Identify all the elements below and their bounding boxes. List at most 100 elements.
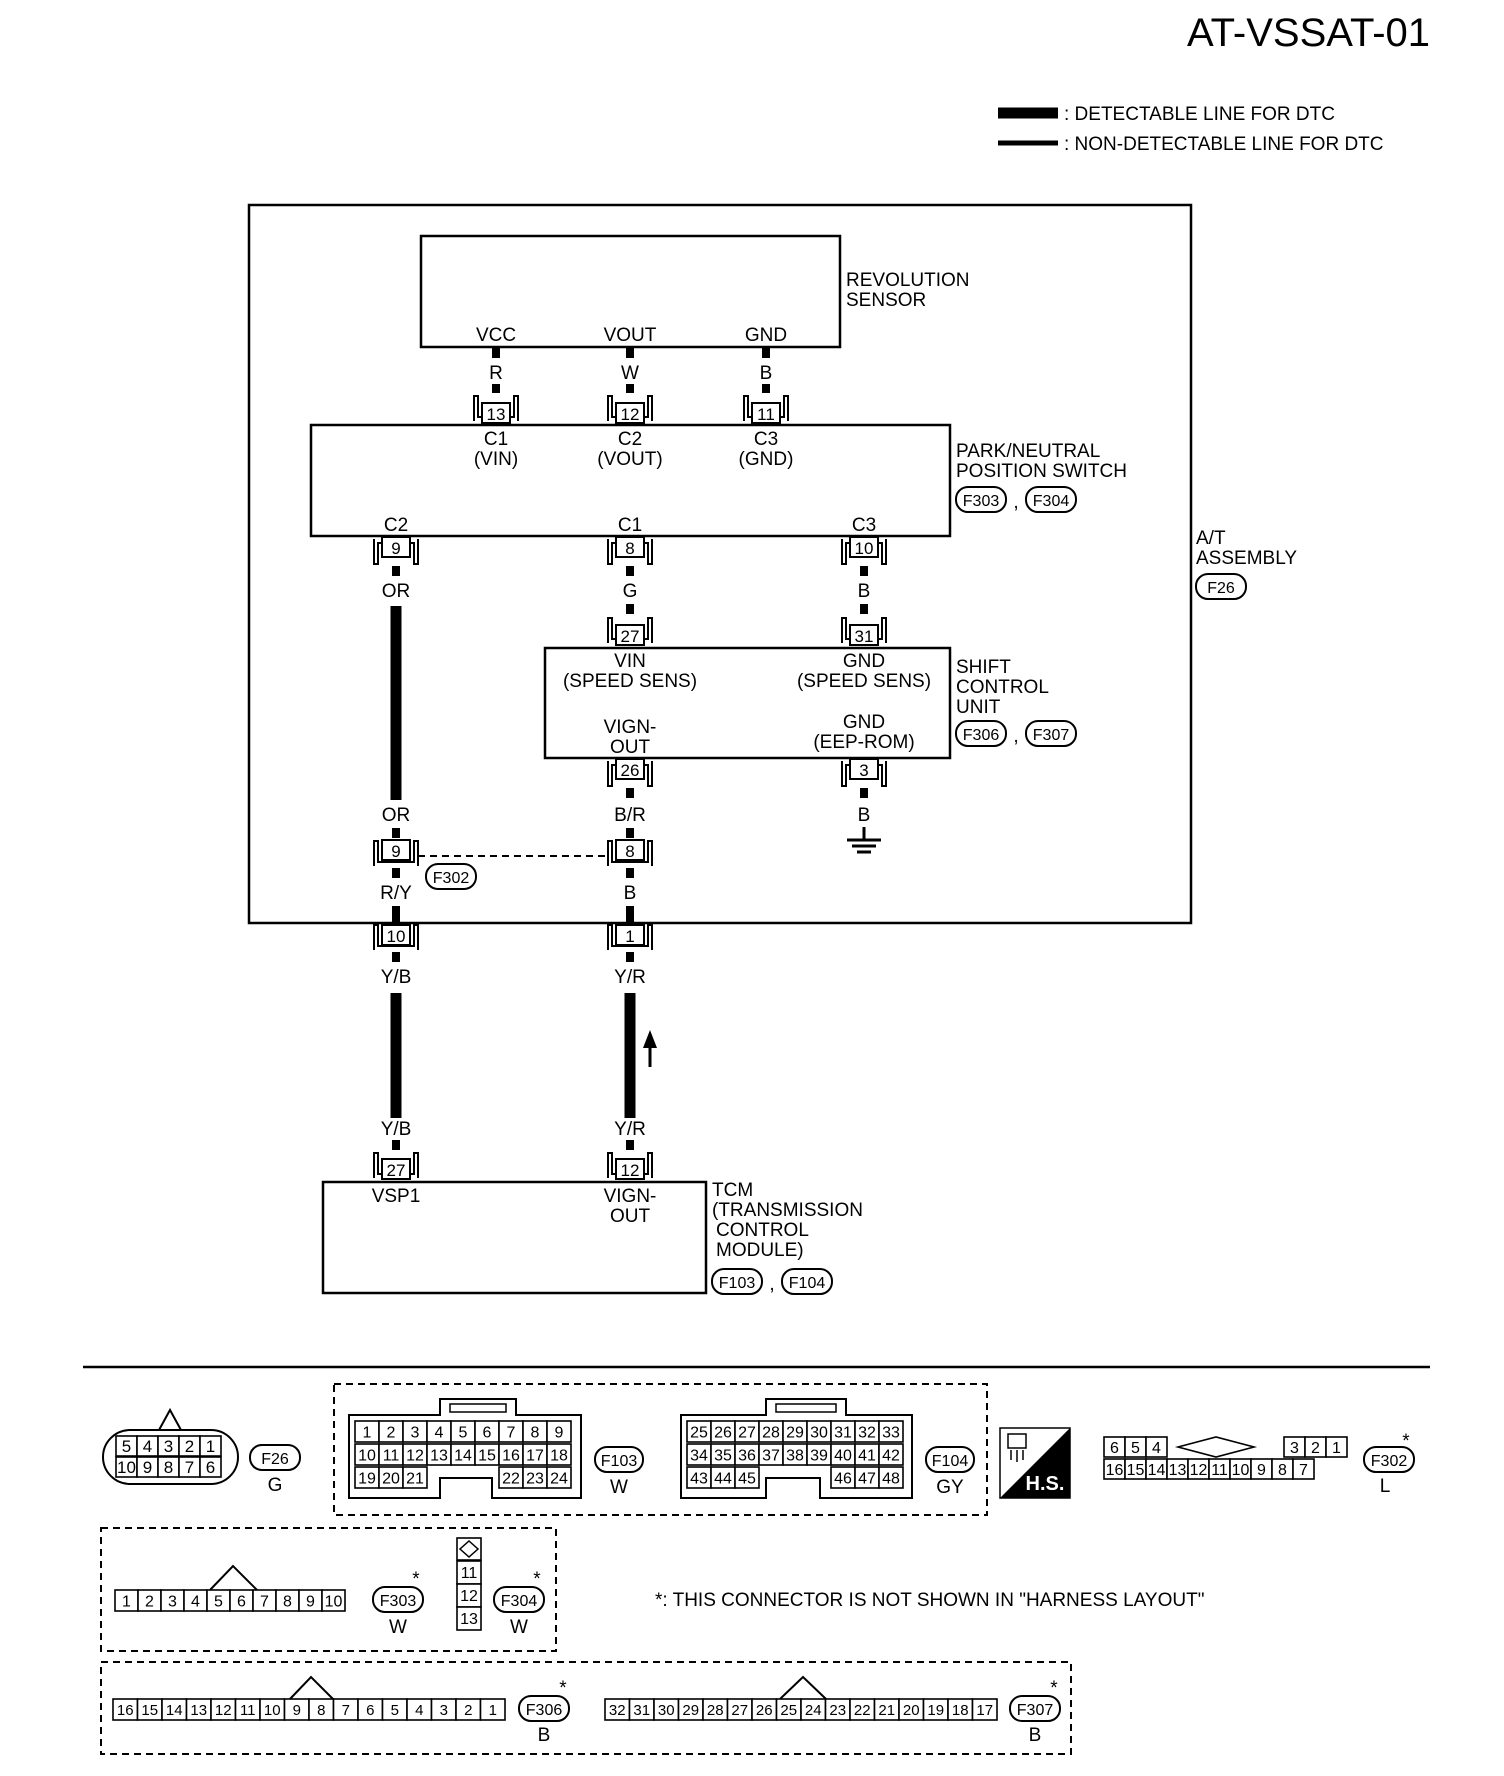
wire-color-r: R (489, 363, 503, 384)
svg-text:ASSEMBLY: ASSEMBLY (1196, 548, 1297, 569)
revolution-sensor-box (419, 234, 842, 349)
svg-text:,: , (1013, 492, 1018, 513)
pin-cell (321, 1589, 346, 1612)
rev-pin-gnd: GND (745, 325, 787, 346)
scu-pin-gnd: GND (843, 651, 885, 672)
pnp-out-pin-8: 8 (607, 536, 653, 565)
pin-number: 3 (411, 1424, 420, 1441)
svg-text:L: L (1380, 1476, 1391, 1497)
ground-symbol (847, 827, 881, 854)
pin-number: 5 (391, 1702, 399, 1719)
pin-number: 35 (714, 1447, 732, 1464)
pin-number: 28 (762, 1424, 780, 1441)
pin-number: 6 (1110, 1440, 1119, 1457)
pin-number: 42 (882, 1447, 900, 1464)
pin-number: 31 (633, 1702, 650, 1719)
pin-number: 19 (358, 1470, 376, 1487)
pin-number: 5 (459, 1424, 468, 1441)
pin-number: 33 (882, 1424, 900, 1441)
f26-pin-1: 1 (607, 924, 653, 950)
pin-number: 10 (325, 1593, 343, 1610)
pin-number: 10 (264, 1702, 281, 1719)
scu-pin-gnd-sub: (SPEED SENS) (797, 671, 931, 692)
pin-number: 6 (366, 1702, 374, 1719)
f302-pin-8: 8 (607, 839, 653, 866)
scu-pin-vign: VIGN- (604, 717, 657, 738)
pnp-pin-c3: C3 (754, 429, 778, 450)
svg-text:*: * (1402, 1431, 1410, 1452)
pin-number: 16 (1106, 1462, 1124, 1479)
pin-number: 5 (122, 1437, 131, 1456)
pin-cell (546, 1420, 572, 1443)
pin-number: 26 (756, 1702, 773, 1719)
svg-text:PARK/NEUTRAL: PARK/NEUTRAL (956, 441, 1100, 462)
svg-text:CONTROL: CONTROL (716, 1220, 809, 1241)
tcm-pin-vsp1: VSP1 (372, 1186, 421, 1207)
group-f306-f307 (100, 1661, 1072, 1755)
connector-badge-f103 (711, 1268, 763, 1295)
document-id: AT-VSSAT-01 (1187, 11, 1430, 55)
pin-number: 22 (854, 1702, 871, 1719)
tcm-box (321, 1180, 708, 1295)
pin-number: 2 (464, 1702, 472, 1719)
svg-text:13: 13 (487, 405, 506, 424)
pin-number: 3 (1290, 1440, 1299, 1457)
pin-number: 4 (435, 1424, 444, 1441)
pnp-pin-c2: C2 (618, 429, 642, 450)
wire-color-ry: R/Y (380, 883, 412, 904)
pin-number: 3 (164, 1437, 173, 1456)
pin-number: 1 (363, 1424, 372, 1441)
pin-number: 9 (293, 1702, 301, 1719)
pin-number: 38 (786, 1447, 804, 1464)
svg-text:1: 1 (625, 927, 634, 946)
pin-number: 24 (550, 1470, 568, 1487)
pin-number: 8 (1278, 1462, 1287, 1479)
f302-pin-9: 9 (373, 839, 419, 866)
scu-pin-27: 27 (607, 617, 653, 646)
svg-text:SHIFT: SHIFT (956, 657, 1011, 678)
connector-badge-f303 (955, 486, 1007, 513)
pin-number: 2 (1311, 1440, 1320, 1457)
pin-cell (199, 1435, 222, 1457)
pin-number: 8 (164, 1458, 173, 1477)
pin-number: 6 (237, 1593, 246, 1610)
pin-number: 4 (191, 1593, 200, 1610)
f26-pin-10: 10 (373, 924, 419, 950)
pin-number: 13 (1169, 1462, 1187, 1479)
pin-number: 1 (1332, 1440, 1341, 1457)
wire-color-or: OR (382, 581, 411, 602)
pnp-pin-c3-sub: (GND) (739, 449, 794, 470)
svg-text:12: 12 (621, 405, 640, 424)
pin-number: 5 (1131, 1440, 1140, 1457)
wire-color-w: W (621, 363, 639, 384)
wire-color-br: B/R (614, 805, 646, 826)
pin-number: 9 (143, 1458, 152, 1477)
pin-cell (734, 1466, 760, 1489)
wire-color-b-4: B (624, 883, 637, 904)
pin-number: 8 (317, 1702, 325, 1719)
pin-number: 12 (406, 1447, 424, 1464)
pin-number: 30 (810, 1424, 828, 1441)
wire-color-g: G (623, 581, 638, 602)
svg-text:F306: F306 (526, 1702, 563, 1719)
pin-number: 3 (440, 1702, 448, 1719)
svg-text:27: 27 (621, 627, 640, 646)
connector-badge-f26 (1195, 573, 1247, 600)
wire-color-b-2: B (858, 581, 871, 602)
pin-number: 9 (555, 1424, 564, 1441)
pin-number: 20 (903, 1702, 920, 1719)
pin-number: 2 (145, 1593, 154, 1610)
pnp-pin-11: 11 (743, 395, 789, 424)
signal-direction-arrow (643, 1030, 657, 1067)
revolution-sensor-label: REVOLUTION (846, 270, 970, 291)
svg-text:UNIT: UNIT (956, 697, 1001, 718)
